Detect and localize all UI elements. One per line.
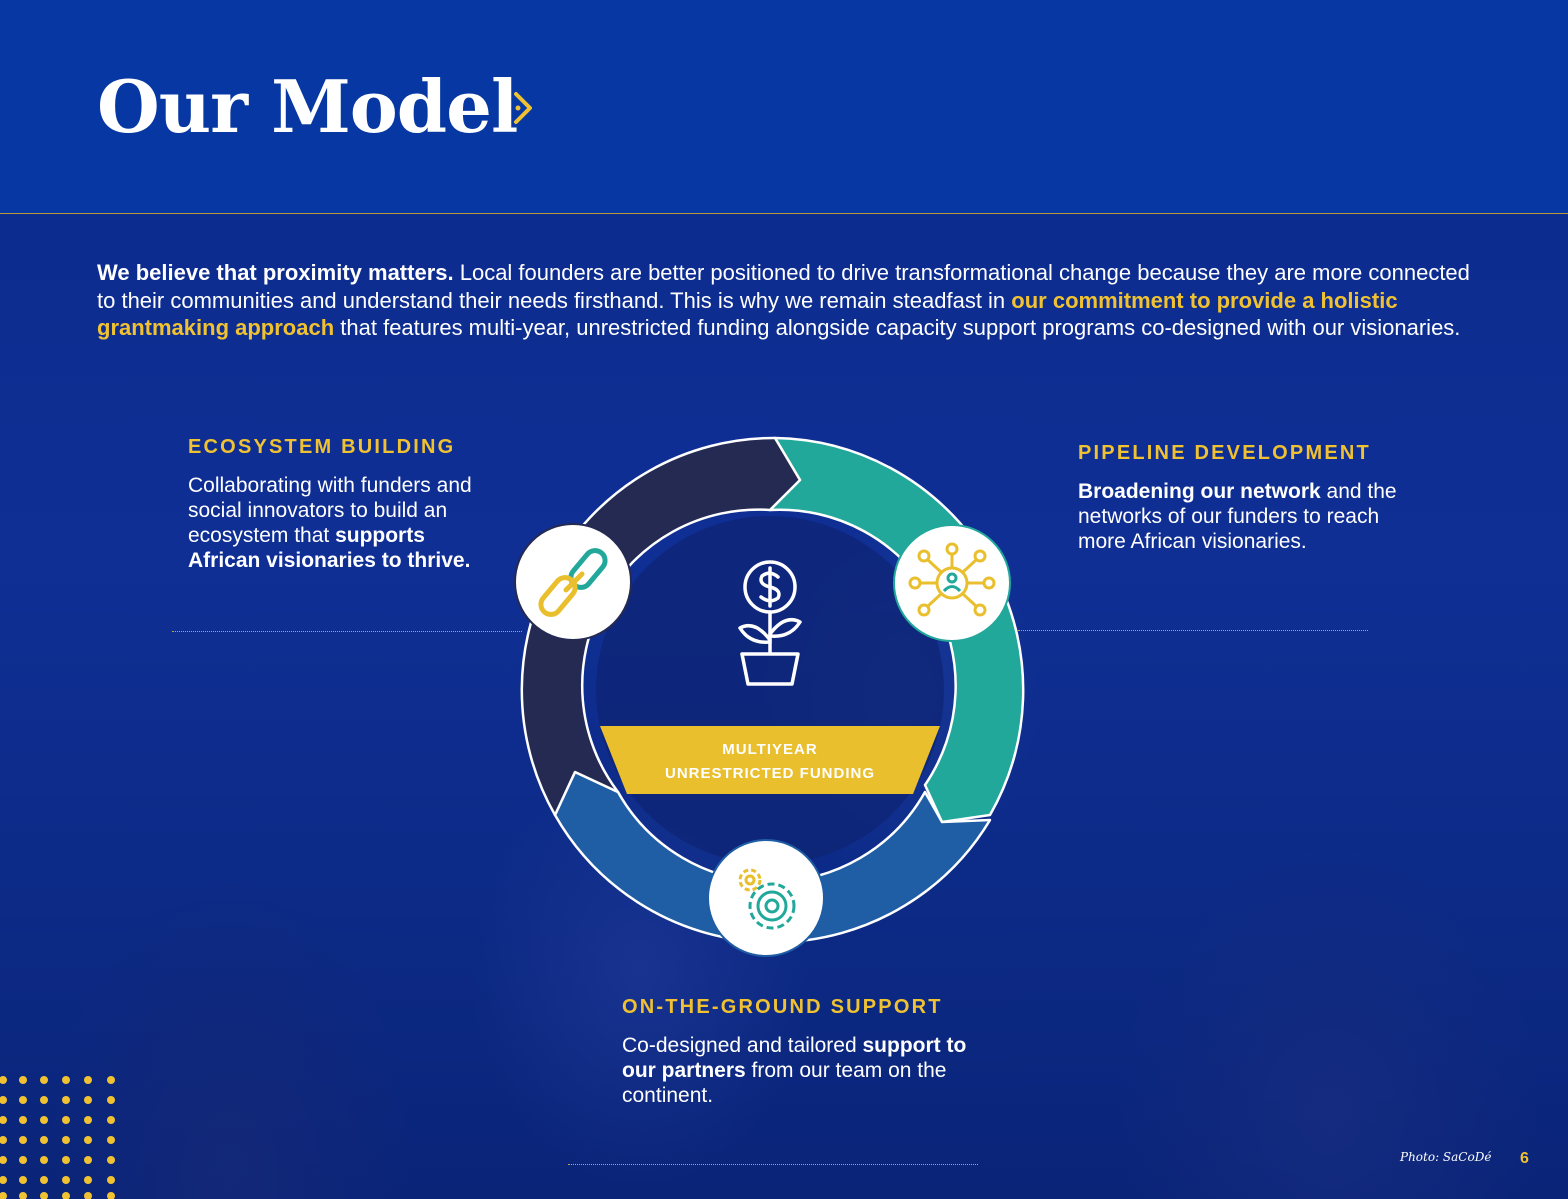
pipeline-heading: PIPELINE DEVELOPMENT [1078,442,1371,464]
network-person-icon [908,542,996,617]
page-title: Our Model [97,64,518,149]
chevron-right-icon [514,92,532,124]
ground-heading: ON-THE-GROUND SUPPORT [622,996,943,1018]
ecosystem-heading: ECOSYSTEM BUILDING [188,436,456,458]
intro-highlight: our commitment to provide a holistic gra… [97,287,1398,341]
model-cycle-diagram: MULTIYEAR UNRESTRICTED FUNDING [514,436,1025,957]
page-number: 6 [1520,1150,1529,1167]
pipeline-icon-badge [893,524,1011,642]
divider-bottom [568,1164,978,1165]
ecosystem-bold: supports African visionaries to thrive. [188,524,471,572]
divider-left [172,631,522,632]
ground-text-1: Co-designed and tailored [622,1034,863,1057]
ecosystem-text: Collaborating with funders and social in… [188,473,488,573]
photo-credit: Photo: SaCoDé [1400,1150,1492,1164]
pipeline-text-1: and the networks of our funders to reach… [1078,480,1397,553]
pipeline-text: Broadening our network and the networks … [1078,479,1408,554]
gears-icon [738,868,796,930]
intro-paragraph: We believe that proximity matters. Local… [97,259,1477,342]
ground-bold: support to our partners [622,1034,967,1082]
pipeline-bold: Broadening our network [1078,480,1321,503]
ground-text-2: from our team on the continent. [622,1059,947,1107]
ecosystem-text-1: Collaborating with funders and social in… [188,474,472,547]
decorative-dot-grid [0,1076,115,1199]
ground-icon-badge [707,839,825,957]
intro-text-2: that features multi-year, unrestricted f… [334,315,1461,340]
center-banner [600,726,940,794]
intro-text-1: Local founders are better positioned to … [97,260,1470,313]
ground-text: Co-designed and tailored support to our … [622,1033,972,1108]
on-the-ground-support-block: ON-THE-GROUND SUPPORT Co-designed and ta… [622,996,972,1108]
ecosystem-icon-badge [514,523,632,641]
divider-right [1018,630,1368,631]
chain-link-icon [538,548,608,617]
intro-lead: We believe that proximity matters. [97,260,454,285]
pipeline-development-block: PIPELINE DEVELOPMENT Broadening our netw… [1078,442,1408,554]
center-label-line1: MULTIYEAR [722,741,817,758]
money-plant-icon [738,560,802,686]
center-label-line2: UNRESTRICTED FUNDING [665,765,875,782]
page-header: Our Model [0,0,1568,214]
ecosystem-building-block: ECOSYSTEM BUILDING Collaborating with fu… [188,436,488,573]
